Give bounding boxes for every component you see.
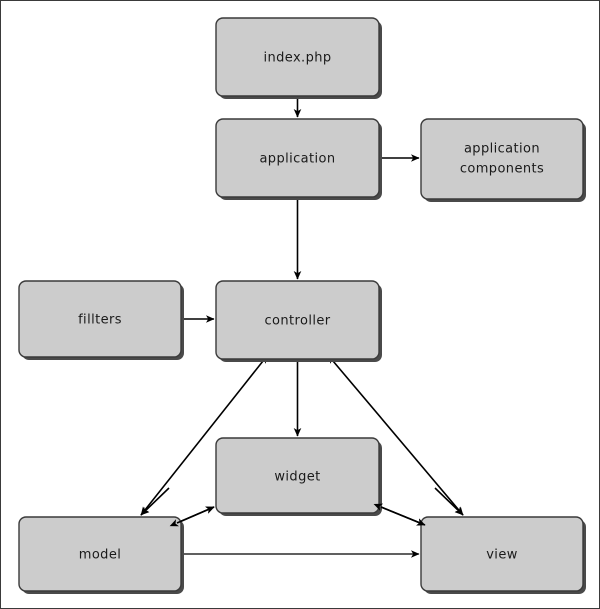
edge-head-widget-view — [373, 503, 426, 526]
node-label-application-components-line1: application — [464, 142, 540, 157]
node-label-application-components-line2: components — [460, 162, 544, 177]
edge-head-controller-model — [140, 487, 170, 516]
node-label-index-php: index.php — [263, 51, 331, 66]
node-index-php[interactable]: index.php — [215, 17, 382, 99]
node-application[interactable]: application — [215, 118, 382, 200]
node-label-view: view — [486, 548, 518, 563]
node-label-widget: widget — [274, 470, 320, 485]
edge-overlay-layer — [140, 487, 464, 527]
edge-controller-to-view — [327, 354, 464, 516]
node-label-application: application — [259, 152, 335, 167]
node-label-controller: controller — [264, 314, 330, 329]
edge-controller-to-model — [140, 354, 268, 516]
node-label-model: model — [79, 548, 121, 563]
edge-head-controller-view — [434, 487, 464, 516]
node-view[interactable]: view — [420, 516, 586, 594]
node-fillters[interactable]: fillters — [18, 280, 184, 360]
nodes-layer: index.php application application compon… — [18, 17, 586, 594]
node-model[interactable]: model — [18, 516, 184, 594]
node-controller[interactable]: controller — [215, 280, 382, 362]
node-label-fillters: fillters — [78, 313, 122, 328]
node-widget[interactable]: widget — [215, 437, 382, 516]
edges-layer — [140, 96, 464, 558]
edge-head-model-widget — [169, 506, 215, 527]
node-application-components[interactable]: application components — [420, 118, 586, 202]
